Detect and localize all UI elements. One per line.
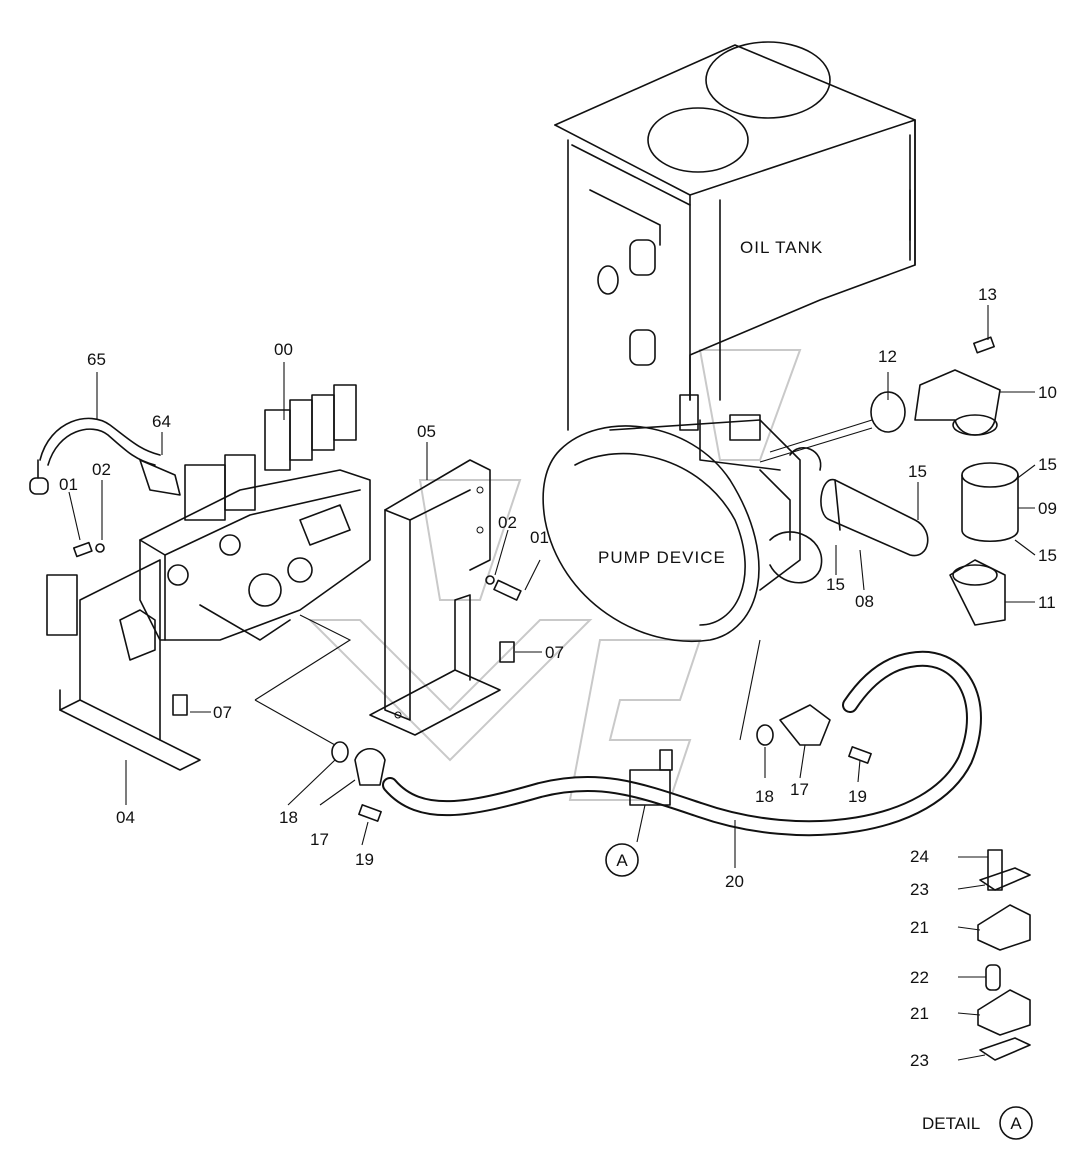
part-label-24: 24	[910, 847, 929, 866]
oil-tank: OIL TANK	[554, 41, 916, 431]
leader-lines	[68, 305, 1036, 868]
flange-set-left	[331, 741, 386, 822]
part-label-11: 11	[1038, 593, 1056, 612]
part-label-18-right: 18	[755, 787, 774, 806]
part-label-19-left: 19	[355, 850, 374, 869]
part-label-10: 10	[1038, 383, 1057, 402]
part-label-21-top: 21	[910, 918, 929, 937]
detail-label: DETAIL	[922, 1114, 980, 1133]
part-label-17-left: 17	[310, 830, 329, 849]
suction-filter-assembly	[820, 369, 1019, 626]
part-label-12: 12	[878, 347, 897, 366]
part-label-15-top: 15	[908, 462, 927, 481]
bracket-04	[46, 559, 201, 771]
watermark-logo	[307, 349, 802, 801]
part-label-01-right: 01	[530, 528, 549, 547]
flange-set-right	[756, 704, 872, 764]
callout-a-letter: A	[616, 851, 628, 870]
part-label-23-bottom: 23	[910, 1051, 929, 1070]
callout-a-circle	[605, 843, 639, 877]
part-label-22: 22	[910, 968, 929, 987]
part-label-02-right: 02	[498, 513, 517, 532]
part-label-21-bottom: 21	[910, 1004, 929, 1023]
part-label-64: 64	[152, 412, 171, 431]
part-label-00: 00	[274, 340, 293, 359]
part-label-23-top: 23	[910, 880, 929, 899]
harness-assembly	[29, 417, 181, 496]
part-label-18-left: 18	[279, 808, 298, 827]
part-label-15-bottom: 15	[826, 575, 845, 594]
part-label-07-left: 07	[213, 703, 232, 722]
part-label-04: 04	[116, 808, 135, 827]
part-label-20: 20	[725, 872, 744, 891]
part-label-19-right: 19	[848, 787, 867, 806]
part-label-09: 09	[1038, 499, 1057, 518]
part-label-02-left: 02	[92, 460, 111, 479]
part-label-08: 08	[855, 592, 874, 611]
oil-tank-label: OIL TANK	[740, 238, 823, 257]
hose-20	[382, 650, 982, 837]
part-label-07-right: 07	[545, 643, 564, 662]
part-label-13: 13	[978, 285, 997, 304]
part-label-65: 65	[87, 350, 106, 369]
part-label-17-right: 17	[790, 780, 809, 799]
detail-a-letter: A	[1010, 1114, 1022, 1133]
part-number-labels: 65 00 64 01 02 05 02 01 07 07 04 18 17 1…	[59, 285, 1057, 1070]
bracket-05	[369, 459, 501, 736]
control-valve-assembly	[139, 384, 371, 641]
bolts	[72, 336, 995, 716]
detail-a-clamp	[957, 849, 1031, 1061]
part-label-01-left: 01	[59, 475, 78, 494]
pump-device: PUMP DEVICE	[542, 394, 823, 642]
pump-device-label: PUMP DEVICE	[598, 548, 726, 567]
part-label-15-upper-right: 15	[1038, 455, 1057, 474]
detail-a-circle	[999, 1106, 1033, 1140]
part-label-15-lower-right: 15	[1038, 546, 1057, 565]
part-label-05: 05	[417, 422, 436, 441]
